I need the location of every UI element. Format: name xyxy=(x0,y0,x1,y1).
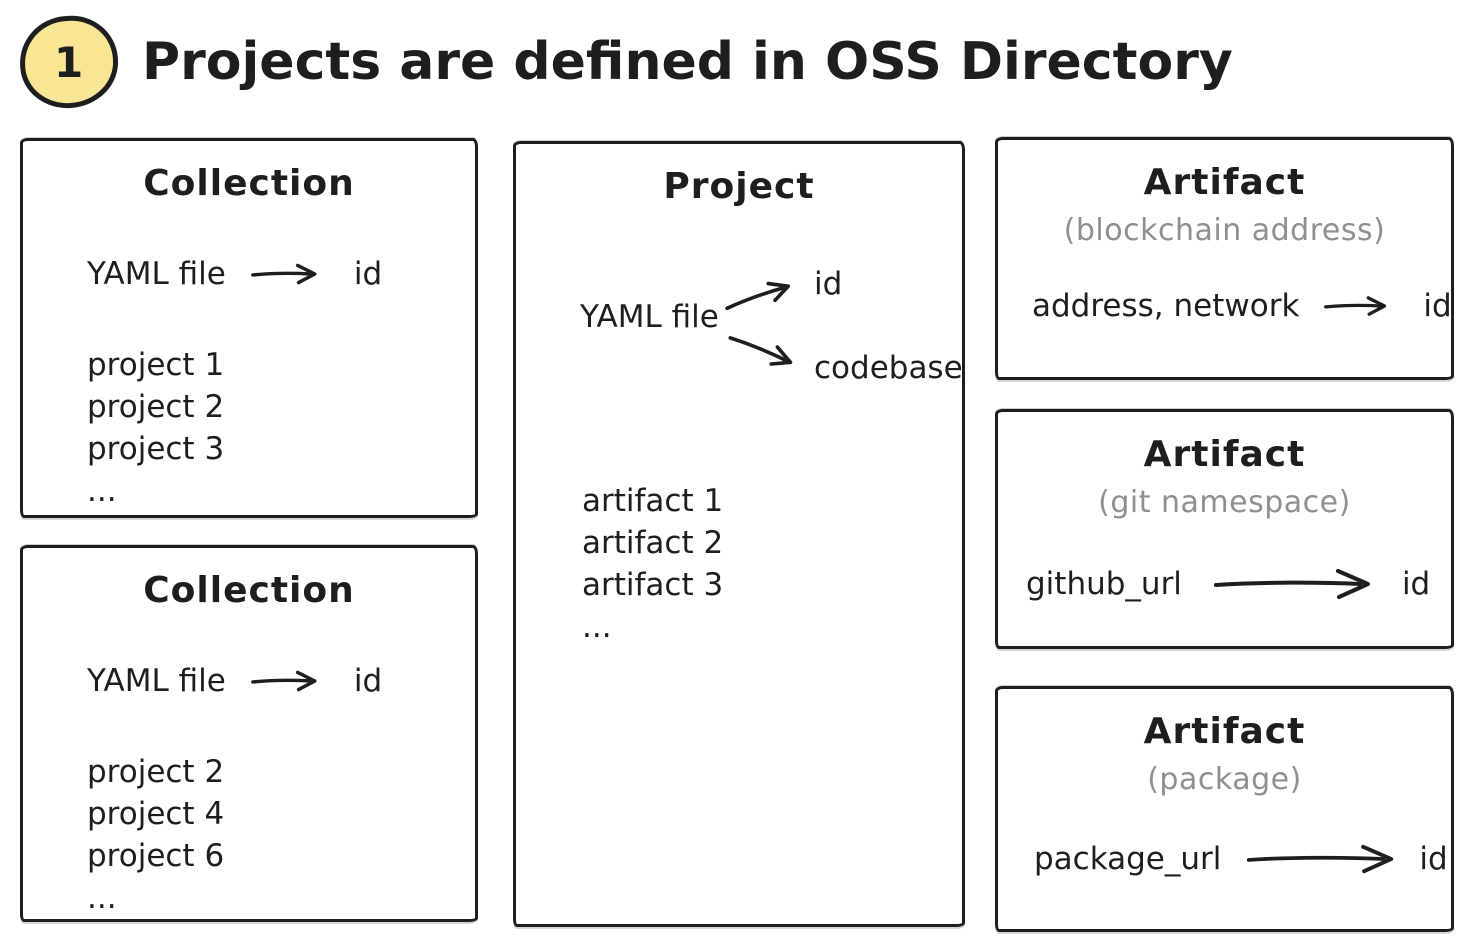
mapping-row: YAML file id xyxy=(87,256,475,292)
mapping-row: github_url id xyxy=(1026,566,1451,602)
list-item: project 3 xyxy=(87,431,225,467)
list-item: project 6 xyxy=(87,838,225,874)
fork-target-id: id xyxy=(814,266,843,302)
list-item-ellipsis: ... xyxy=(582,609,612,645)
mapping-target: id xyxy=(353,663,383,699)
mapping-target: id xyxy=(1419,841,1448,877)
list-item: artifact 2 xyxy=(582,525,724,561)
collection-box-2: Collection YAML file id project 2 projec… xyxy=(20,545,478,922)
list-item: project 1 xyxy=(87,347,225,383)
mapping-row: YAML file id xyxy=(87,663,475,699)
arrow-down-right-icon xyxy=(725,326,796,373)
artifact-list: artifact 1 artifact 2 artifact 3 ... xyxy=(582,480,723,648)
artifact-box-git: Artifact (git namespace) github_url id xyxy=(995,409,1454,649)
arrow-right-icon xyxy=(250,263,317,285)
project-list: project 2 project 4 project 6 ... xyxy=(87,751,475,919)
box-title: Artifact xyxy=(1143,162,1306,203)
mapping-source: address, network xyxy=(1032,288,1300,324)
mapping-target: id xyxy=(1423,288,1452,324)
mapping-source: package_url xyxy=(1034,841,1222,877)
step-number: 1 xyxy=(54,37,84,87)
step-badge: 1 xyxy=(16,12,122,112)
list-item: artifact 3 xyxy=(582,567,724,603)
box-subtitle: (git namespace) xyxy=(1098,485,1351,520)
project-box: Project YAML file id codebase artifact 1… xyxy=(513,141,965,927)
box-title: Collection xyxy=(143,163,355,204)
project-list: project 1 project 2 project 3 ... xyxy=(87,344,475,512)
mapping-source: YAML file xyxy=(87,663,226,699)
list-item: project 4 xyxy=(87,796,225,832)
mapping-target: id xyxy=(353,256,383,292)
list-item: project 2 xyxy=(87,754,225,790)
mapping-target: id xyxy=(1401,566,1431,602)
page-title: Projects are defined in OSS Directory xyxy=(142,32,1233,92)
list-item: artifact 1 xyxy=(582,483,724,519)
mapping-source: github_url xyxy=(1026,566,1182,602)
arrow-right-long-icon xyxy=(1206,568,1378,600)
arrow-right-icon xyxy=(1324,296,1387,316)
list-item: project 2 xyxy=(87,389,225,425)
box-title: Collection xyxy=(143,570,355,611)
mapping-row: address, network id xyxy=(1032,288,1452,324)
fork-target-codebase: codebase xyxy=(814,350,963,386)
artifact-box-package: Artifact (package) package_url id xyxy=(995,686,1454,932)
arrow-right-icon xyxy=(250,670,317,692)
artifact-box-blockchain: Artifact (blockchain address) address, n… xyxy=(995,137,1454,380)
arrow-right-long-icon xyxy=(1247,844,1394,874)
box-subtitle: (package) xyxy=(1147,762,1302,797)
collection-box-1: Collection YAML file id project 1 projec… xyxy=(20,138,478,518)
arrow-up-right-icon xyxy=(721,275,793,318)
yaml-fork: YAML file id codebase xyxy=(516,144,963,924)
box-title: Artifact xyxy=(1143,434,1306,475)
mapping-source: YAML file xyxy=(87,256,226,292)
list-item-ellipsis: ... xyxy=(87,880,117,916)
mapping-row: package_url id xyxy=(1034,841,1451,877)
list-item-ellipsis: ... xyxy=(87,473,117,509)
fork-source: YAML file xyxy=(580,299,719,335)
box-title: Project xyxy=(663,166,815,207)
box-title: Artifact xyxy=(1143,711,1306,752)
box-subtitle: (blockchain address) xyxy=(1063,213,1386,248)
